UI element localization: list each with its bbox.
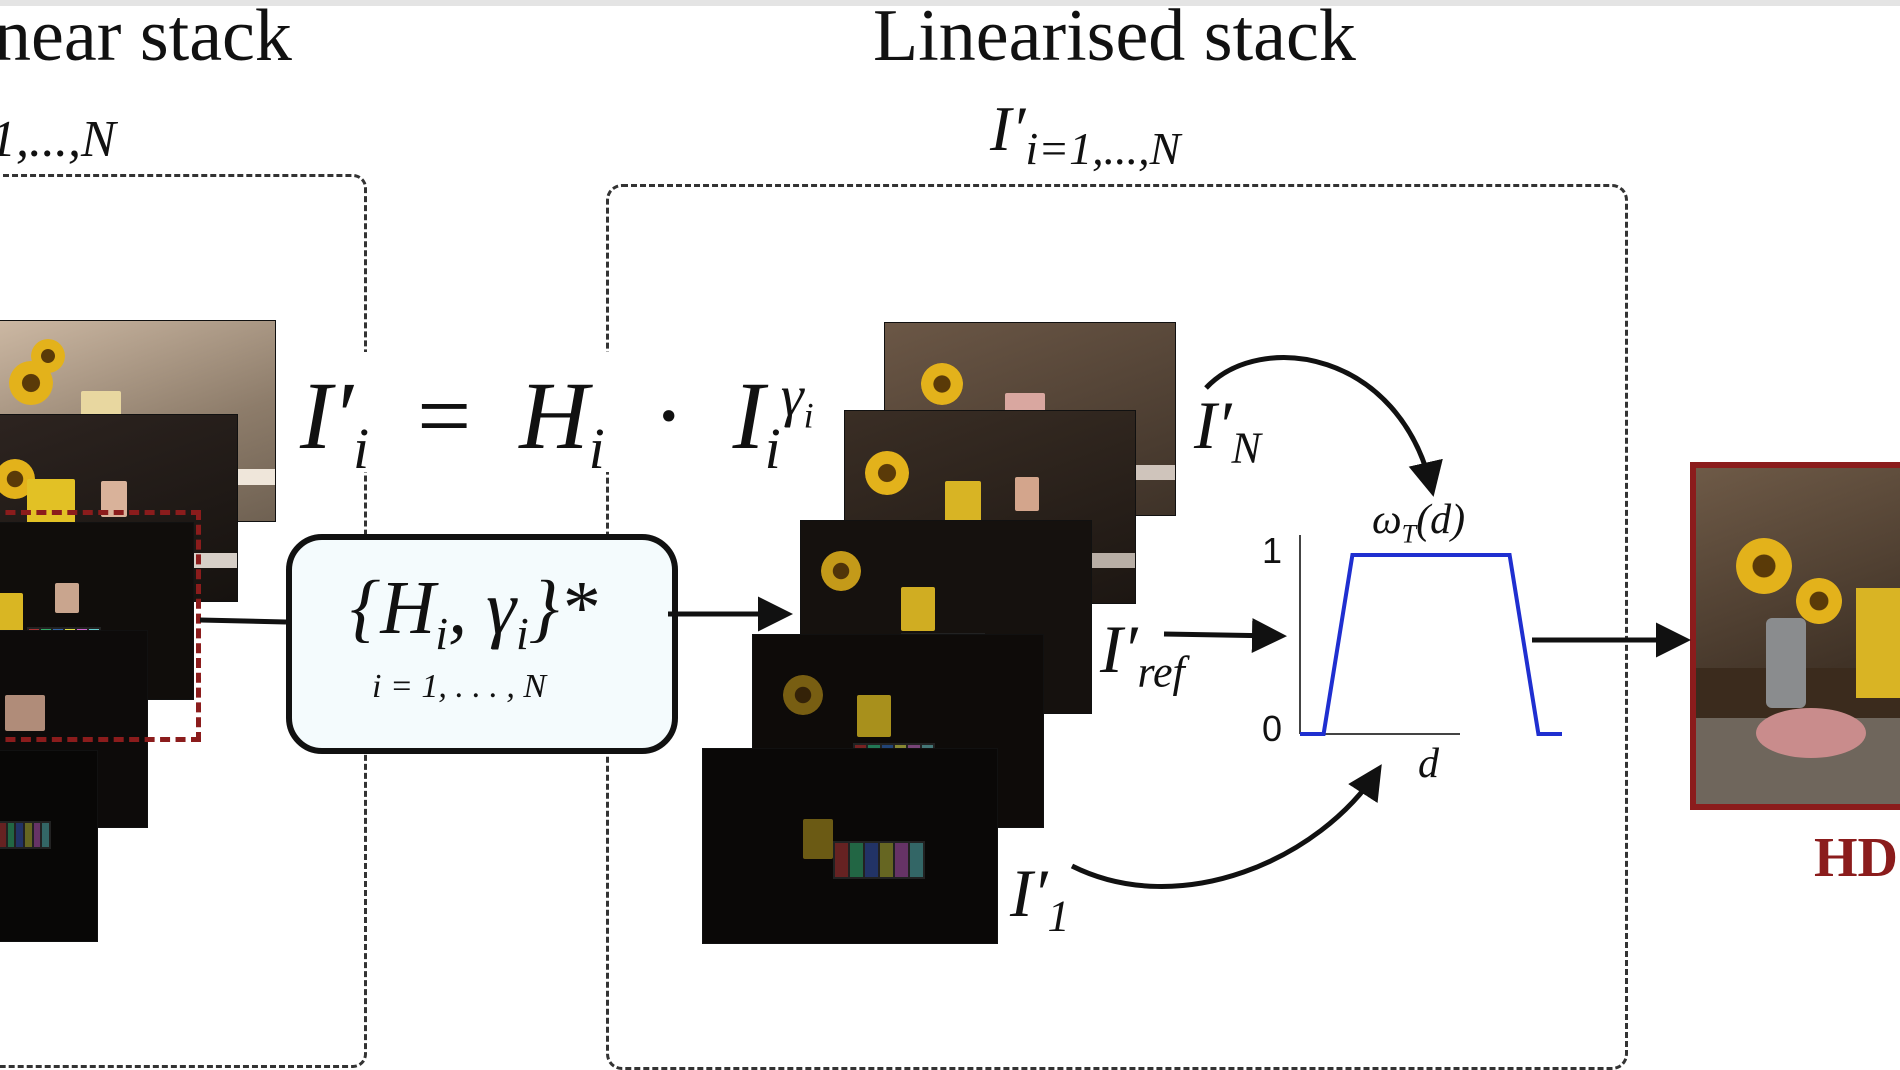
top-strip — [0, 0, 1900, 6]
linearised-stack-title: Linearised stack — [873, 0, 1356, 77]
formula-mask — [300, 352, 660, 472]
nonlinear-stack-indices: 1,...,N — [0, 111, 116, 168]
reference-highlight — [0, 510, 201, 742]
linearisation-formula: I′i = Hi · Iiγi — [300, 362, 814, 482]
hdr-output-image — [1690, 462, 1900, 810]
weight-plot — [1299, 535, 1562, 736]
x-axis-label: d — [1418, 741, 1439, 787]
y-tick-1: 1 — [1262, 530, 1283, 571]
nonlinear-stack-title: near stack — [0, 0, 292, 77]
arrow-in-n — [1204, 355, 1443, 497]
weight-function-label: ωT(d) — [1372, 497, 1466, 549]
weight-curve — [1300, 553, 1562, 736]
input-label-n: I′N — [1194, 387, 1261, 473]
parameter-estimation-box — [286, 534, 678, 754]
linearised-stack-symbol: I′i=1,...,N — [990, 93, 1181, 174]
input-label-1: I′1 — [1010, 855, 1070, 941]
parameter-range: i = 1, . . . , N — [372, 668, 547, 705]
hdr-output-label: HD — [1814, 827, 1898, 889]
arrow-in-ref — [1163, 618, 1287, 654]
linearised-photo-5 — [702, 748, 998, 944]
parameter-set: {Hi, γi}* — [350, 566, 598, 660]
nonlinear-photo-5 — [0, 750, 98, 942]
stack-to-box-line — [199, 617, 287, 625]
arrow-in-1 — [1070, 764, 1382, 889]
input-label-ref: I′ref — [1100, 611, 1185, 697]
y-tick-0: 0 — [1262, 708, 1283, 749]
